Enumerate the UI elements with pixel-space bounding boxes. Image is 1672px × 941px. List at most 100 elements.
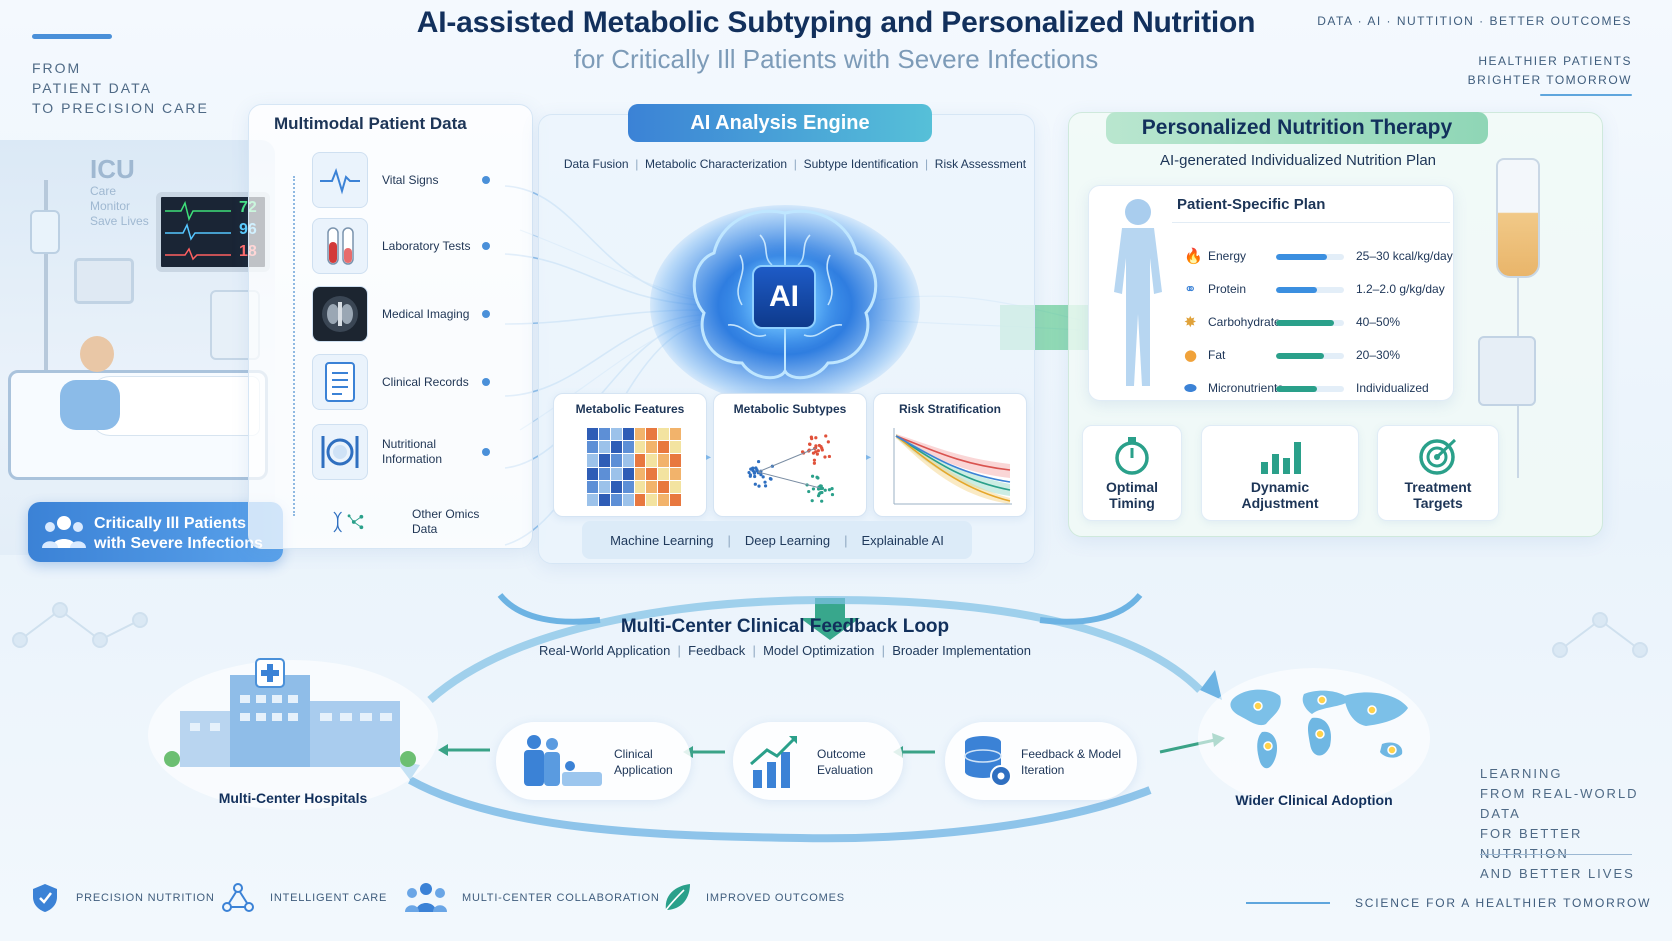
heatmap-cell: [598, 441, 610, 454]
metric-treatment-targets[interactable]: Treatment Targets: [1377, 425, 1499, 521]
heatmap-cell: [610, 467, 622, 480]
scatter-point: [820, 490, 824, 495]
nutrient-name: Carbohydrate: [1208, 315, 1281, 329]
adoption-label: Wider Clinical Adoption: [1235, 792, 1393, 808]
data-item-other-omics[interactable]: Other Omics Data: [312, 494, 512, 550]
scatter-point: [814, 436, 818, 440]
data-item-clinical-records[interactable]: Clinical Records: [312, 354, 512, 410]
nutrient-name: Energy: [1208, 249, 1247, 263]
learning-text: LEARNING FROM REAL-WORLD DATA FOR BETTER…: [1480, 764, 1672, 884]
iv-pole: [44, 180, 48, 480]
main-subtitle: for Critically Ill Patients with Severe …: [573, 44, 1099, 74]
target-icon: [1419, 438, 1457, 475]
heatmap-cell: [598, 493, 610, 506]
engine-step: Risk Assessment: [934, 157, 1027, 171]
node-clinical-application[interactable]: Clinical Application: [496, 722, 691, 800]
learning-line: AND BETTER LIVES: [1480, 866, 1635, 881]
card-risk-stratification[interactable]: Risk Stratification: [873, 393, 1027, 517]
timer-icon: [1115, 437, 1149, 475]
iv-bag: [1496, 158, 1540, 278]
footer-precision-nutrition: PRECISION NUTRITION: [76, 892, 215, 904]
heatmap-cell: [634, 467, 646, 480]
scatter-point: [810, 499, 814, 503]
iv-drip-illustration: [1478, 148, 1550, 528]
heatmap-cell: [634, 454, 646, 467]
method-label: Machine Learning: [610, 532, 714, 548]
heatmap-cell: [670, 480, 681, 493]
heatmap-cell: [587, 441, 598, 454]
scatter-point: [816, 476, 820, 480]
data-item-laboratory-tests[interactable]: Laboratory Tests: [312, 218, 512, 274]
card-title: Risk Stratification: [898, 402, 1002, 416]
divider: |: [727, 532, 731, 548]
database-gear-icon: [964, 736, 1012, 787]
main-title: AI-assisted Metabolic Subtyping and Pers…: [416, 6, 1256, 39]
scatter-point: [820, 499, 824, 503]
connector-dot: [482, 176, 490, 184]
data-item-nutritional-information[interactable]: Nutritional Information: [312, 424, 512, 480]
infusion-pump: [1478, 336, 1536, 406]
scatter-point: [752, 471, 756, 475]
patient-gown: [60, 380, 120, 430]
card-metabolic-features[interactable]: Metabolic Features: [553, 393, 707, 517]
icu-sign-title: ICU: [90, 154, 135, 184]
heatmap-cell: [658, 428, 670, 441]
data-item-vital-signs[interactable]: Vital Signs: [312, 152, 512, 208]
scatter-point: [817, 443, 821, 448]
scatter-point: [812, 458, 817, 462]
scatter-point: [769, 477, 773, 481]
metric-optimal-timing[interactable]: Optimal Timing: [1082, 425, 1182, 521]
scatter-point: [812, 461, 816, 465]
nutrient-level-bar: [1276, 386, 1344, 392]
shield-icon: [33, 884, 57, 912]
data-item-label: Other Omics Data: [412, 507, 480, 536]
dna-icon: [312, 494, 368, 550]
tagline-left-line: TO PRECISION CARE: [32, 100, 209, 116]
hospitals-label: Multi-Center Hospitals: [218, 790, 368, 806]
tagline-right-line: HEALTHIER PATIENTS: [1478, 54, 1632, 68]
heatmap-cell: [622, 454, 634, 467]
scatter-point: [759, 472, 763, 477]
node-label: Outcome Evaluation: [817, 746, 873, 778]
tagline-left-line: FROM: [32, 60, 82, 76]
nutrient-level-fill: [1276, 254, 1327, 260]
scatter-point: [823, 455, 827, 459]
leaf-icon: [665, 884, 690, 911]
nutrient-value: Individualized: [1356, 381, 1429, 395]
learning-underline: [1480, 854, 1632, 855]
heatmap-cell: [646, 493, 658, 506]
node-outcome-evaluation[interactable]: Outcome Evaluation: [733, 722, 903, 800]
ai-brain-icon: [692, 209, 878, 380]
card-title: Metabolic Subtypes: [733, 402, 847, 416]
risk-curves-icon: [893, 428, 1012, 505]
scatter-point: [827, 488, 832, 492]
icu-sign-text: Care Monitor Save Lives: [90, 184, 149, 229]
metric-label: Dynamic: [1250, 479, 1310, 495]
nutrient-value: 1.2–2.0 g/kg/day: [1356, 282, 1445, 296]
heatmap-cell: [598, 454, 610, 467]
scatter-point: [827, 454, 832, 459]
nutrient-level-fill: [1276, 320, 1334, 326]
data-item-medical-imaging[interactable]: Medical Imaging: [312, 286, 512, 342]
top-right-accent: [1540, 94, 1632, 96]
data-item-label: Nutritional Information: [382, 437, 443, 466]
capsule-icon: ⬬: [1184, 379, 1197, 397]
patients-badge: Critically Ill Patients with Severe Infe…: [28, 502, 283, 562]
heatmap-cell: [587, 454, 598, 467]
team-icon: [405, 883, 447, 912]
engine-steps: Data Fusion | Metabolic Characterization…: [560, 157, 1030, 171]
scatter-point: [808, 442, 812, 446]
card-metabolic-subtypes[interactable]: Metabolic Subtypes: [713, 393, 867, 517]
heatmap-cell: [598, 467, 610, 480]
node-feedback-iteration[interactable]: Feedback & Model Iteration: [945, 722, 1137, 800]
metric-dynamic-adjustment[interactable]: Dynamic Adjustment: [1201, 425, 1359, 521]
data-item-label: Laboratory Tests: [382, 238, 471, 253]
heatmap-cell: [658, 467, 670, 480]
metric-label: Timing: [1109, 495, 1155, 511]
divider: |: [673, 643, 689, 658]
node-label-line: Clinical: [614, 747, 653, 761]
cluster-link: [757, 471, 821, 489]
